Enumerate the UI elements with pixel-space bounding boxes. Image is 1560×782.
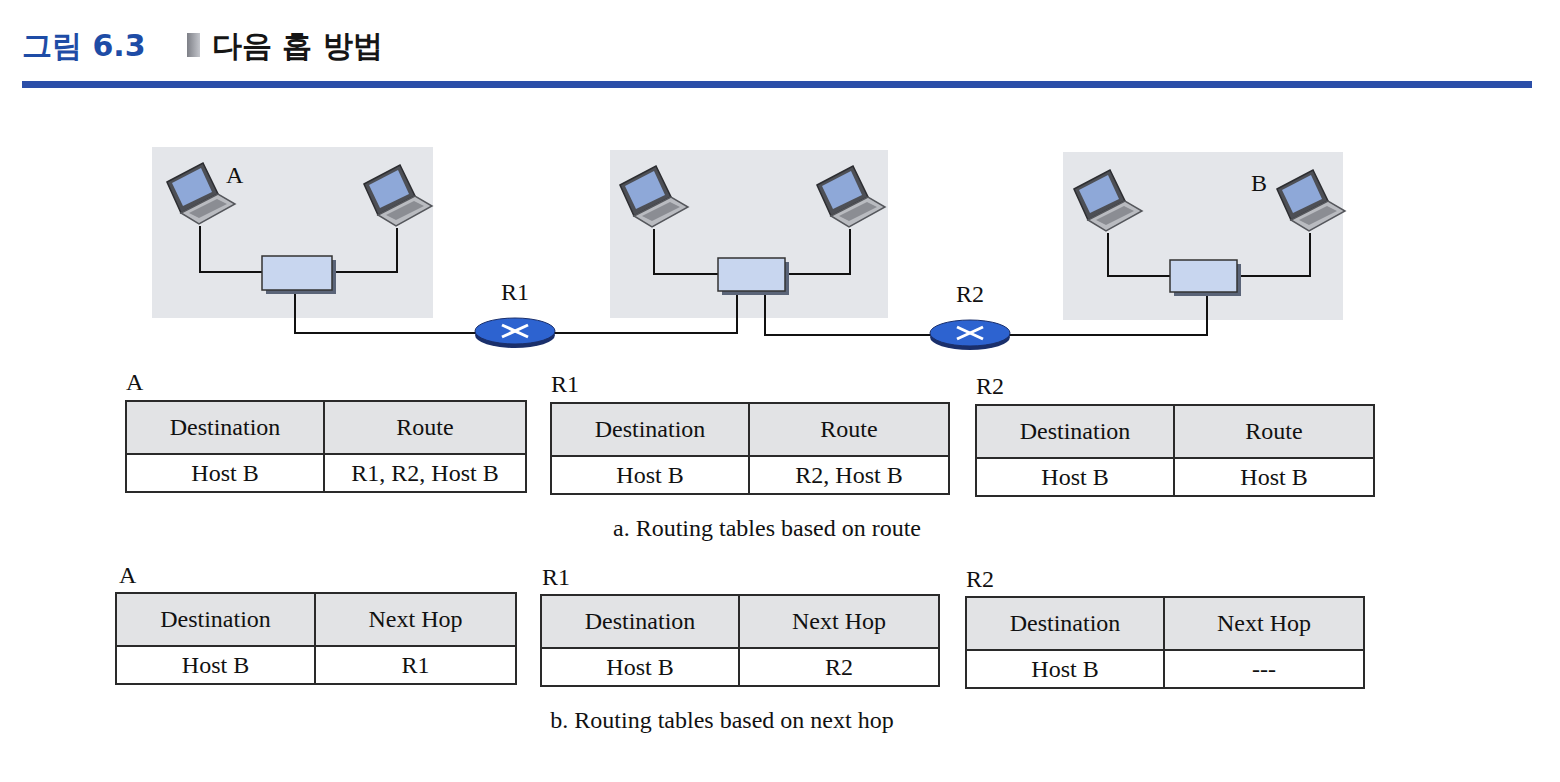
table-cell: R1 — [316, 647, 517, 685]
name-label: A — [226, 160, 256, 190]
name-label: R2 — [966, 565, 1026, 593]
laptop-icon — [1074, 170, 1142, 231]
table-header-cell: Destination — [125, 400, 325, 455]
table-cell: Host B — [115, 647, 316, 685]
wire — [332, 228, 397, 272]
table-header-cell: Destination — [540, 594, 740, 649]
table-caption: b. Routing tables based on next hop — [422, 704, 1022, 736]
table-header-cell: Destination — [115, 592, 316, 647]
lan-area — [610, 150, 888, 318]
name-label: R1 — [551, 370, 611, 398]
table-cell: Host B — [965, 651, 1165, 689]
lan-area — [152, 147, 433, 318]
table-header-cell: Route — [750, 402, 950, 457]
wire — [1108, 233, 1170, 276]
wire — [200, 226, 262, 272]
table-cell: Host B — [550, 457, 750, 495]
laptop-icon — [620, 166, 688, 227]
laptop-icon — [364, 165, 432, 226]
table-header-cell: Next Hop — [1165, 596, 1365, 651]
router-label: R1 — [470, 278, 560, 306]
laptop-icon — [1277, 170, 1345, 231]
name-label: R2 — [976, 372, 1036, 400]
wire — [785, 229, 850, 274]
table-header-cell: Next Hop — [316, 592, 517, 647]
router-label: R2 — [925, 280, 1015, 308]
laptop-icon — [817, 166, 885, 227]
hub — [262, 256, 332, 290]
router-top — [930, 320, 1010, 346]
wire — [765, 292, 931, 335]
table-cell: R1, R2, Host B — [325, 455, 527, 493]
hub — [718, 258, 785, 291]
table-header-cell: Route — [325, 400, 527, 455]
hubs — [262, 256, 1241, 296]
hub — [1170, 260, 1237, 292]
wire — [1237, 233, 1310, 276]
router-arrow — [957, 327, 983, 339]
figure-title: 다음 홉 방법 — [212, 26, 512, 66]
name-label: R1 — [542, 563, 602, 591]
table-cell: Host B — [1175, 459, 1375, 497]
laptops — [167, 163, 1345, 231]
table-caption: a. Routing tables based on route — [467, 512, 1067, 544]
table-cell: --- — [1165, 651, 1365, 689]
table-cell: Host B — [540, 649, 740, 687]
router-arrow — [502, 325, 528, 337]
router-arrow — [957, 327, 983, 339]
table-header-cell: Route — [1175, 404, 1375, 459]
router-top — [475, 318, 555, 344]
table-cell: Host B — [975, 459, 1175, 497]
wires — [200, 226, 1310, 335]
laptop-icon — [167, 163, 235, 224]
wire — [554, 292, 737, 333]
router-arrow — [502, 325, 528, 337]
table-cell: R2, Host B — [750, 457, 950, 495]
name-label: B — [1251, 168, 1281, 198]
table-header-cell: Destination — [550, 402, 750, 457]
table-cell: R2 — [740, 649, 940, 687]
table-header-cell: Destination — [965, 596, 1165, 651]
figure-number: 그림 6.3 — [22, 26, 182, 66]
wire — [1009, 293, 1207, 335]
title-rule — [22, 81, 1532, 88]
title-marker — [187, 33, 200, 57]
router-node: R2 — [925, 280, 1015, 352]
router-node: R1 — [470, 278, 560, 350]
table-header-cell: Destination — [975, 404, 1175, 459]
name-label: A — [119, 561, 179, 589]
table-header-cell: Next Hop — [740, 594, 940, 649]
name-label: A — [126, 368, 186, 396]
wire — [295, 290, 476, 333]
table-cell: Host B — [125, 455, 325, 493]
wire — [654, 229, 718, 274]
